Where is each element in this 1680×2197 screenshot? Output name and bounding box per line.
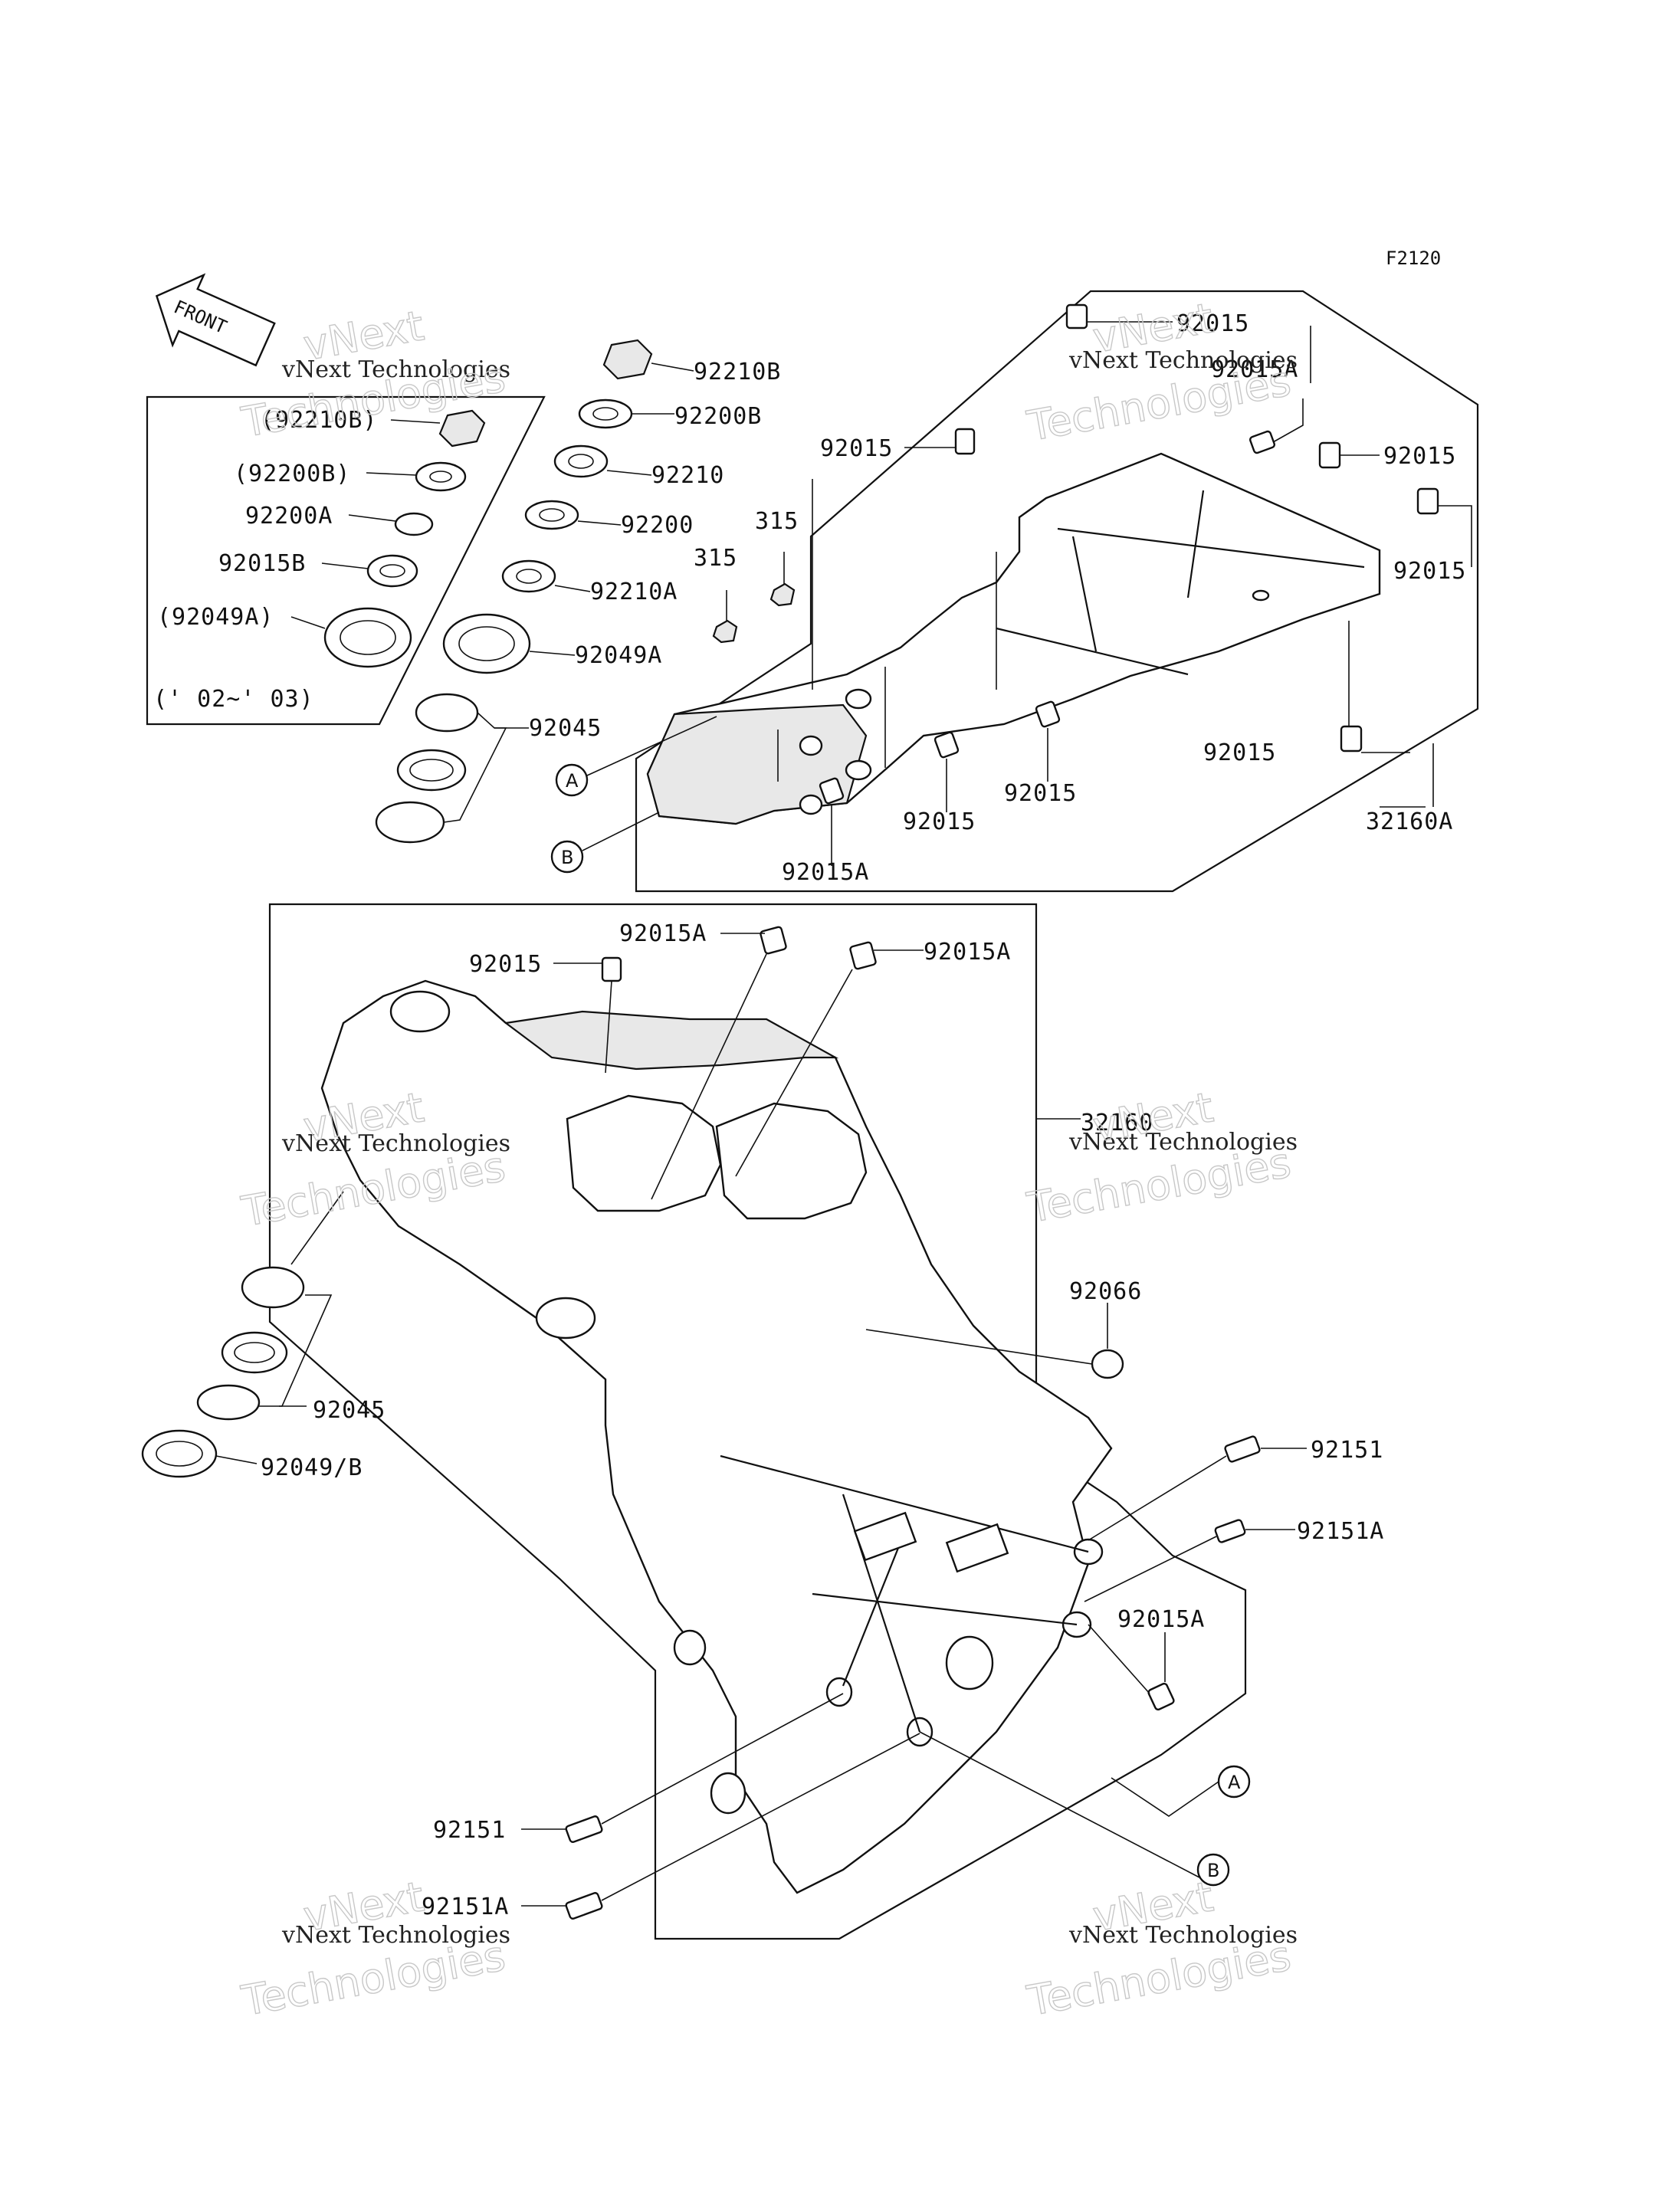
svg-text:(92210B): (92210B) — [261, 407, 378, 434]
mainframe-fasteners — [521, 926, 1307, 1920]
ref-circle-B-bottom — [1196, 1853, 1230, 1887]
reference-markers: A B A B — [550, 716, 1251, 1887]
svg-text:92151A: 92151A — [1297, 1518, 1384, 1545]
washer-92200 — [524, 500, 579, 530]
svg-text:92015: 92015 — [1004, 780, 1077, 807]
subframe-boundary — [635, 290, 1479, 893]
inset-box-outline — [146, 395, 546, 726]
svg-text:vNext Technologies: vNext Technologies — [1068, 1922, 1298, 1949]
bearing-upper — [396, 749, 467, 792]
svg-text:315: 315 — [755, 508, 799, 535]
svg-text:92015A: 92015A — [1117, 1606, 1205, 1633]
svg-text:92015: 92015 — [903, 808, 976, 835]
svg-text:92200: 92200 — [621, 512, 694, 539]
svg-text:92210B: 92210B — [694, 359, 781, 385]
steering-parts-group — [375, 339, 694, 844]
svg-text:92045: 92045 — [529, 715, 602, 742]
svg-text:92066: 92066 — [1069, 1278, 1142, 1305]
lower-bearing-group — [141, 1191, 344, 1478]
subframe-fasteners — [712, 303, 1472, 866]
svg-text:(92049A): (92049A) — [157, 604, 274, 631]
svg-text:vNext Technologies: vNext Technologies — [1068, 1129, 1298, 1156]
svg-text:vNext Technologies: vNext Technologies — [1068, 347, 1298, 374]
svg-text:B: B — [561, 847, 573, 868]
bearing-race-lower — [375, 801, 445, 844]
svg-text:92210A: 92210A — [590, 579, 678, 605]
washer-92200B — [578, 398, 633, 429]
ref-circle-B-top — [550, 840, 584, 874]
svg-text:(' 02~' 03): (' 02~' 03) — [153, 686, 314, 713]
nut-92210B — [602, 339, 653, 380]
callout-labels: 92210B 92200B 92210 92200 92210A 92049A … — [153, 310, 1466, 1920]
svg-text:92015: 92015 — [820, 435, 893, 462]
svg-text:92015: 92015 — [1393, 558, 1466, 585]
svg-text:92015A: 92015A — [1211, 356, 1298, 383]
svg-text:92045: 92045 — [313, 1397, 386, 1424]
front-arrow-icon: FRONT — [155, 273, 276, 367]
svg-text:vNext Technologies: vNext Technologies — [281, 356, 510, 383]
svg-text:92151A: 92151A — [422, 1894, 509, 1920]
svg-text:92210: 92210 — [651, 462, 724, 489]
svg-text:92200A: 92200A — [245, 503, 333, 530]
svg-text:92015: 92015 — [1383, 443, 1456, 470]
nut-92210A — [501, 559, 556, 593]
svg-text:(92200B): (92200B) — [234, 461, 351, 487]
svg-text:A: A — [1228, 1772, 1241, 1793]
inset-parts-group — [290, 409, 486, 668]
locknut-92210 — [553, 444, 609, 478]
svg-text:92151: 92151 — [1311, 1437, 1383, 1464]
mainframe-32160 — [320, 979, 1113, 1894]
svg-text:92200B: 92200B — [674, 403, 762, 430]
bearing-race-upper — [415, 693, 479, 733]
svg-text:92015: 92015 — [469, 951, 542, 978]
svg-text:92049/B: 92049/B — [261, 1454, 363, 1481]
svg-text:92151: 92151 — [433, 1817, 506, 1844]
svg-text:315: 315 — [694, 545, 737, 572]
svg-text:92015A: 92015A — [619, 920, 707, 947]
svg-text:92015: 92015 — [1176, 310, 1249, 337]
ref-circle-A-top — [555, 763, 589, 797]
svg-text:A: A — [566, 770, 579, 792]
svg-text:vNext Technologies: vNext Technologies — [281, 1922, 510, 1949]
svg-text:32160A: 32160A — [1366, 808, 1453, 835]
svg-text:vNext Technologies: vNext Technologies — [281, 1130, 510, 1157]
subframe-32160A — [646, 452, 1381, 825]
svg-text:92015A: 92015A — [782, 859, 869, 886]
seal-92049A — [442, 613, 531, 674]
svg-text:B: B — [1207, 1860, 1219, 1881]
svg-text:92015B: 92015B — [218, 550, 306, 577]
svg-text:92015: 92015 — [1203, 739, 1276, 766]
figure-code: F2120 — [1386, 248, 1441, 269]
plug-92066 — [1091, 1349, 1124, 1379]
svg-text:92015A: 92015A — [924, 939, 1011, 966]
svg-text:32160: 32160 — [1081, 1110, 1153, 1136]
svg-text:92049A: 92049A — [575, 642, 662, 669]
leader-lines — [777, 326, 1434, 1120]
